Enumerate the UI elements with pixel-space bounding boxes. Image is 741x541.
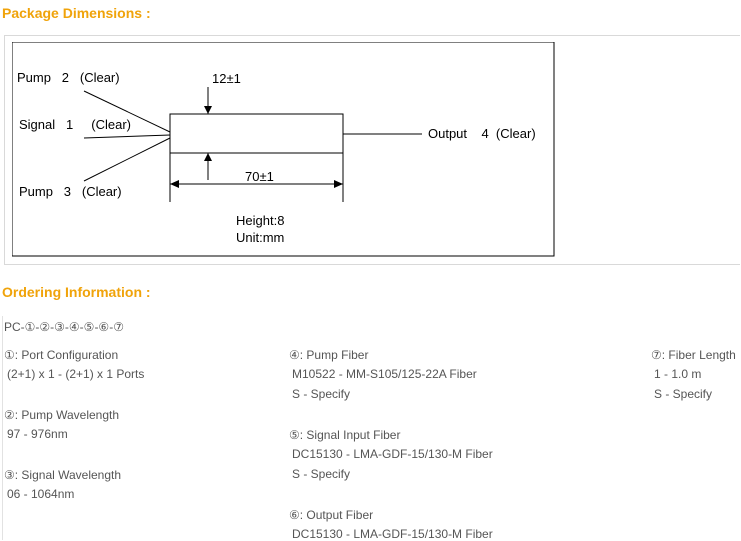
ordering-information-title: Ordering Information : xyxy=(2,284,151,300)
output4-label: Output 4 (Clear) xyxy=(428,126,536,141)
output-fiber-label: ⑥: Output Fiber xyxy=(289,508,374,522)
width-dimension-label: 12±1 xyxy=(212,71,241,86)
component-body xyxy=(169,113,344,154)
pump-fiber-label: ④: Pump Fiber xyxy=(289,348,369,362)
pump3-fiber xyxy=(83,137,171,182)
fiber-length-value-1: 1 - 1.0 m xyxy=(654,367,702,381)
pump-fiber-value-2: S - Specify xyxy=(292,387,351,401)
signal-input-fiber-label: ⑤: Signal Input Fiber xyxy=(289,428,401,442)
fiber-length-label: ⑦: Fiber Length xyxy=(651,348,736,362)
column-divider-left xyxy=(2,316,3,540)
ordering-code: PC-①-②-③-④-⑤-⑥-⑦ xyxy=(4,320,124,334)
fiber-length-value-2: S - Specify xyxy=(654,387,713,401)
pump3-label: Pump 3 (Clear) xyxy=(19,184,122,199)
signal-input-fiber-value-2: S - Specify xyxy=(292,467,351,481)
signal1-label: Signal 1 (Clear) xyxy=(19,117,131,132)
signal-wavelength-value: 06 - 1064nm xyxy=(7,487,75,501)
signal1-fiber xyxy=(83,134,171,139)
pump2-fiber xyxy=(83,90,171,133)
package-dimensions-title: Package Dimensions : xyxy=(2,5,151,21)
signal-input-fiber-value-1: DC15130 - LMA-GDF-15/130-M Fiber xyxy=(292,447,493,461)
port-configuration-label: ①: Port Configuration xyxy=(4,348,119,362)
width-arrowhead-top xyxy=(204,106,212,114)
package-dimensions-panel xyxy=(4,35,740,265)
signal-wavelength-label: ③: Signal Wavelength xyxy=(4,468,122,482)
length-dimension-label: 70±1 xyxy=(245,169,274,184)
pump-fiber-value-1: M10522 - MM-S105/125-22A Fiber xyxy=(292,367,477,381)
length-arrowhead-right xyxy=(334,180,343,188)
pump-wavelength-label: ②: Pump Wavelength xyxy=(4,408,120,422)
height-label: Height:8 xyxy=(236,213,284,228)
package-diagram: Pump 2 (Clear) Signal 1 (Clear) Pump 3 (… xyxy=(12,42,555,257)
port-configuration-value: (2+1) x 1 - (2+1) x 1 Ports xyxy=(7,367,145,381)
length-arrowhead-left xyxy=(170,180,179,188)
unit-label: Unit:mm xyxy=(236,230,284,245)
pump-wavelength-value: 97 - 976nm xyxy=(7,427,68,441)
output-fiber-value-1: DC15130 - LMA-GDF-15/130-M Fiber xyxy=(292,527,493,541)
pump2-label: Pump 2 (Clear) xyxy=(17,70,120,85)
width-arrowhead-bottom xyxy=(204,153,212,161)
